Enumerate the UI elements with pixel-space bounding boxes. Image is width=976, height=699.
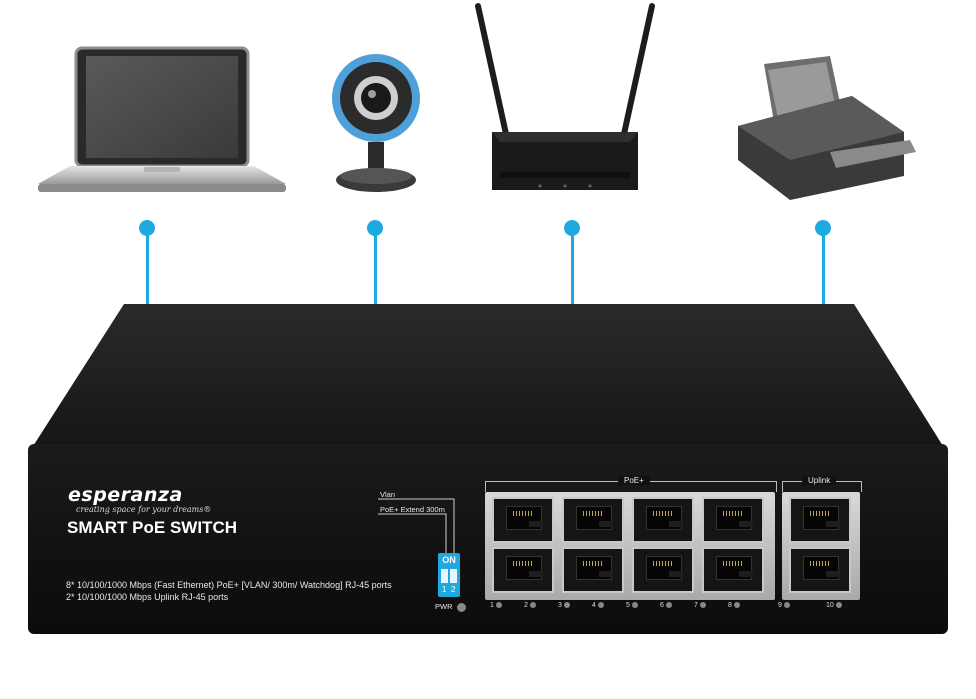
rj45-port[interactable] [632, 497, 694, 543]
rj45-port[interactable] [789, 497, 851, 543]
led-dot [597, 602, 604, 609]
port-led-7: 7 [694, 602, 706, 609]
laptop-icon [38, 46, 286, 192]
port-number: 6 [660, 602, 666, 609]
led-dot [733, 602, 740, 609]
spec-line-poe: 8* 10/100/1000 Mbps (Fast Ethernet) PoE+… [66, 580, 392, 590]
port-led-1: 1 [490, 602, 502, 609]
port-led-6: 6 [660, 602, 672, 609]
rj45-port[interactable] [562, 547, 624, 593]
connector-line-laptop [146, 228, 149, 304]
connector-line-webcam [374, 228, 377, 304]
pwr-led [456, 602, 466, 612]
connector-dot-printer [815, 220, 831, 236]
rj45-port[interactable] [632, 547, 694, 593]
dip-toggle-1[interactable] [441, 569, 448, 583]
rj45-port[interactable] [702, 547, 764, 593]
led-dot [665, 602, 672, 609]
led-dot [835, 602, 842, 609]
router-icon [475, 3, 655, 190]
port-led-2: 2 [524, 602, 536, 609]
port-number: 5 [626, 602, 632, 609]
port-number: 1 [490, 602, 496, 609]
port-led-4: 4 [592, 602, 604, 609]
rj45-port[interactable] [492, 497, 554, 543]
dip-num-2: 2 [451, 585, 456, 594]
uplink-group-label: Uplink [802, 476, 837, 485]
brand-name: esperanza [68, 484, 183, 506]
led-dot [563, 602, 570, 609]
poe-group-label: PoE+ [618, 476, 650, 485]
port-number: 7 [694, 602, 700, 609]
port-number: 2 [524, 602, 530, 609]
port-number: 4 [592, 602, 598, 609]
brand-tagline: creating space for your dreams® [76, 505, 212, 514]
pwr-indicator: PWR [435, 602, 466, 612]
pwr-label: PWR [435, 602, 453, 611]
product-title: SMART PoE SWITCH [67, 518, 237, 537]
led-dot [529, 602, 536, 609]
dip-on-label: ON [442, 555, 456, 565]
spec-line-uplink: 2* 10/100/1000 Mbps Uplink RJ-45 ports [66, 592, 229, 602]
connector-dot-laptop [139, 220, 155, 236]
port-number: 3 [558, 602, 564, 609]
port-number: 9 [778, 602, 784, 609]
led-dot [699, 602, 706, 609]
poe-extend-label: PoE+ Extend 300m [380, 505, 445, 514]
dip-leader-lines [378, 498, 455, 554]
port-number: 8 [728, 602, 734, 609]
rj45-port[interactable] [562, 497, 624, 543]
led-dot [631, 602, 638, 609]
connector-dot-webcam [367, 220, 383, 236]
connector-line-router [571, 228, 574, 304]
webcam-icon [332, 54, 420, 192]
led-dot [783, 602, 790, 609]
brand-logo: esperanza creating space for your dreams… [68, 484, 211, 514]
rj45-port[interactable] [789, 547, 851, 593]
port-led-9: 9 [778, 602, 790, 609]
dip-switch[interactable]: ON 1 2 [438, 553, 460, 597]
dip-num-1: 1 [442, 585, 447, 594]
led-dot [495, 602, 502, 609]
port-led-5: 5 [626, 602, 638, 609]
port-number: 10 [826, 602, 836, 609]
switch-top-cover [28, 304, 948, 454]
rj45-port[interactable] [702, 497, 764, 543]
dip-toggle-2[interactable] [450, 569, 457, 583]
vlan-label: Vlan [380, 490, 396, 499]
connector-line-printer [822, 228, 825, 304]
printer-icon [738, 56, 916, 200]
port-led-10: 10 [826, 602, 842, 609]
port-led-8: 8 [728, 602, 740, 609]
connector-dot-router [564, 220, 580, 236]
rj45-port[interactable] [492, 547, 554, 593]
port-led-3: 3 [558, 602, 570, 609]
